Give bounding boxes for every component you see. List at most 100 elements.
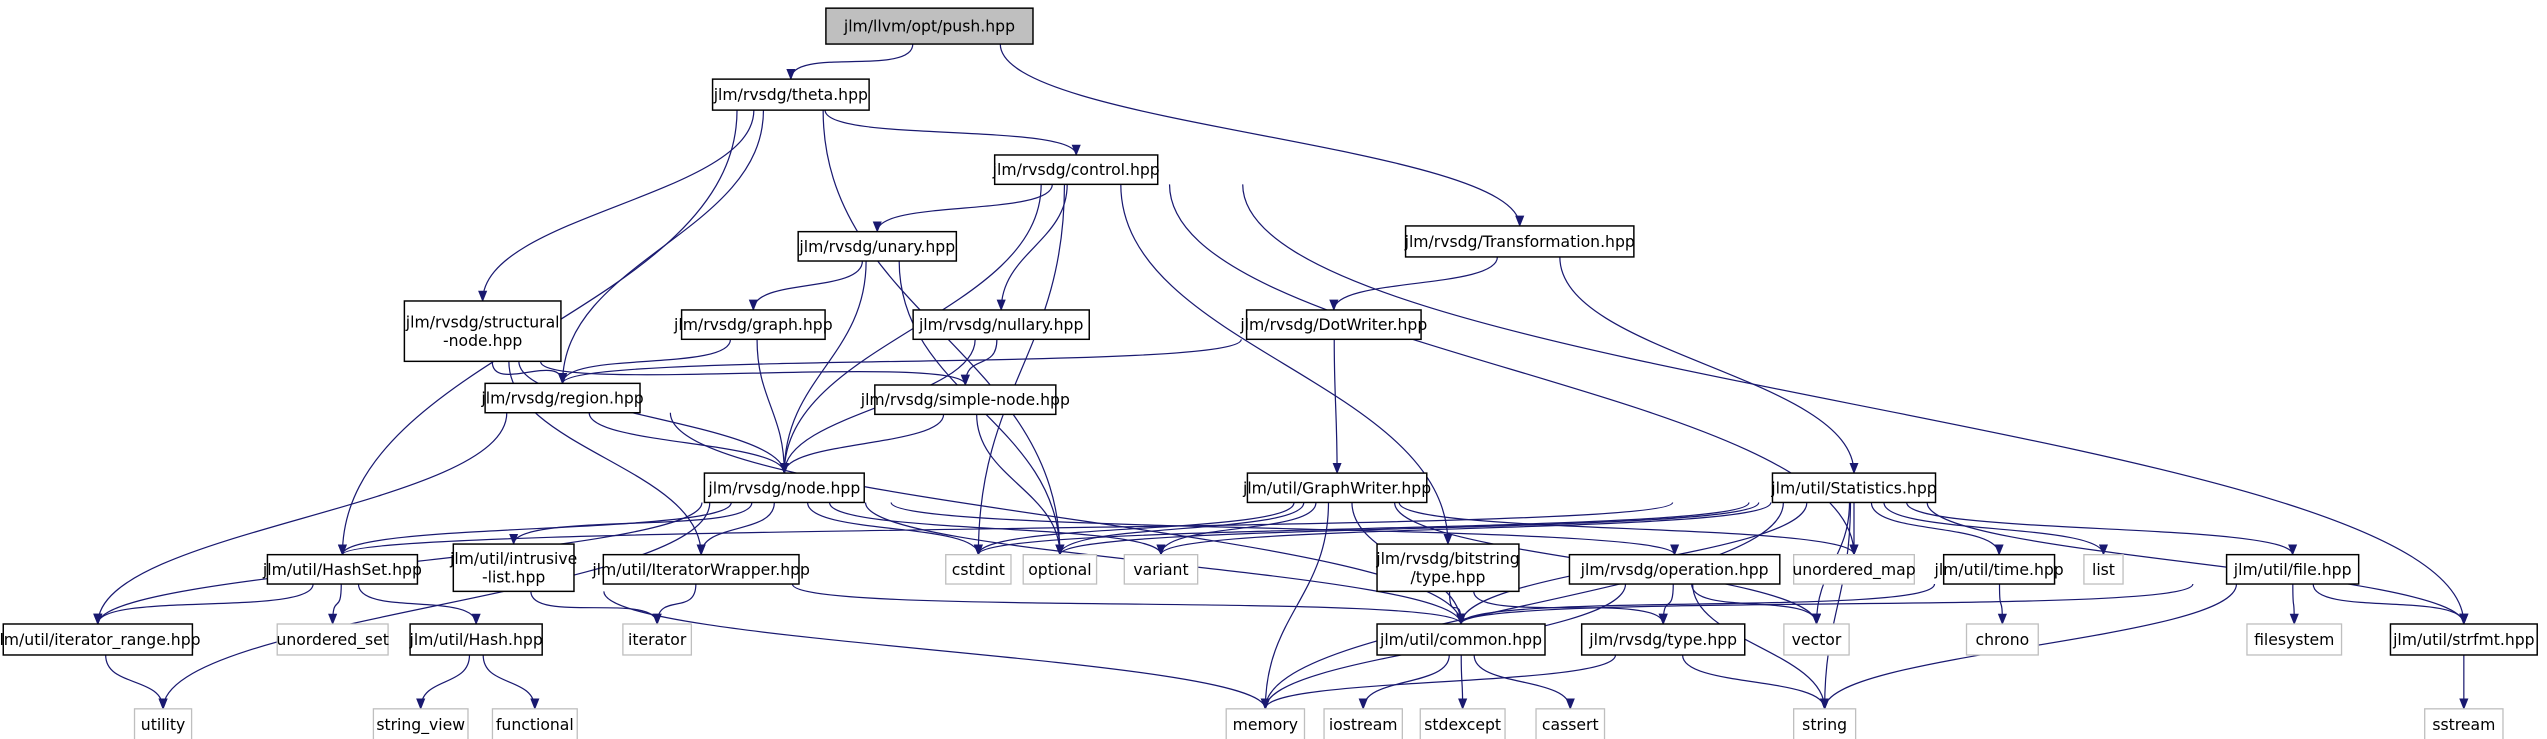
- node-box-optional: [1022, 554, 1098, 585]
- edge-statistics-to-cstdint: [974, 501, 1750, 556]
- edge-graph-to-node: [756, 339, 789, 475]
- node-structural[interactable]: jlm/rvsdg/structural-node.hpp: [403, 300, 562, 363]
- node-node[interactable]: jlm/rvsdg/node.hpp: [703, 472, 865, 504]
- node-type[interactable]: jlm/rvsdg/type.hpp: [1580, 623, 1746, 656]
- edge-unary-to-node: [779, 261, 867, 475]
- edge-graphwriter-to-variant: [1156, 502, 1317, 556]
- edge-common-to-cassert: [1473, 654, 1575, 710]
- node-operation[interactable]: jlm/rvsdg/operation.hpp: [1568, 553, 1781, 585]
- node-simplenode[interactable]: jlm/rvsdg/simple-node.hpp: [860, 384, 1070, 416]
- node-box-functional: [491, 708, 578, 739]
- node-label-filesystem: filesystem: [2254, 630, 2334, 649]
- node-statistics[interactable]: jlm/util/Statistics.hpp: [1770, 472, 1937, 504]
- edge-statistics-to-optional: [1055, 501, 1760, 556]
- edge-control-to-strfmt: [1242, 184, 2469, 626]
- edge-hashset-to-iterrange: [93, 583, 314, 626]
- edge-structural-to-node: [518, 361, 789, 475]
- node-unordered_map: unordered_map: [1792, 554, 1916, 585]
- node-iterator: iterator: [622, 623, 693, 656]
- node-string: string: [1793, 708, 1857, 739]
- node-box-cassert: [1535, 708, 1606, 739]
- node-iterwrapper[interactable]: jlm/util/IteratorWrapper.hpp: [591, 553, 810, 585]
- node-graph[interactable]: jlm/rvsdg/graph.hpp: [673, 309, 833, 341]
- node-label-utility: utility: [141, 715, 185, 734]
- edge-graphwriter-to-optional: [1055, 502, 1305, 556]
- node-label-graph: jlm/rvsdg/graph.hpp: [673, 315, 833, 334]
- edge-statistics-to-hashset: [338, 501, 1674, 556]
- node-label-cassert: cassert: [1542, 715, 1599, 734]
- edge-theta-to-control: [824, 109, 1081, 157]
- edge-push-to-theta: [786, 43, 914, 81]
- node-label-bittype: jlm/rvsdg/bitstring: [1375, 549, 1519, 568]
- node-label-memory: memory: [1233, 715, 1298, 734]
- node-box-iostream: [1323, 708, 1403, 739]
- node-common[interactable]: jlm/util/common.hpp: [1376, 623, 1546, 656]
- edge-statistics-to-file: [1906, 502, 2298, 556]
- edge-intrusive-to-memory: [603, 591, 1270, 710]
- node-box-region: [484, 382, 641, 414]
- node-unary[interactable]: jlm/rvsdg/unary.hpp: [797, 230, 958, 262]
- edge-bittype-to-type: [1473, 591, 1668, 626]
- node-push[interactable]: jlm/llvm/opt/push.hpp: [825, 7, 1034, 45]
- node-box-nullary: [912, 309, 1090, 341]
- edge-graphwriter-to-unordered_map: [1398, 502, 1859, 556]
- node-box-control: [993, 154, 1159, 186]
- node-label-statistics: jlm/util/Statistics.hpp: [1770, 478, 1936, 497]
- node-box-string: [1793, 708, 1857, 739]
- node-label-unordered_map: unordered_map: [1792, 560, 1915, 580]
- edge-dotwriter-to-graphwriter: [1332, 339, 1342, 475]
- node-box-list: [2083, 554, 2124, 585]
- node-box-hashset: [266, 553, 419, 585]
- node-file[interactable]: jlm/util/file.hpp: [2225, 553, 2360, 585]
- edge-time-to-chrono: [1997, 584, 2007, 626]
- node-intrusive[interactable]: jlm/util/intrusive-list.hpp: [449, 543, 577, 593]
- edge-region-to-iterrange: [93, 412, 508, 626]
- node-transformation[interactable]: jlm/rvsdg/Transformation.hpp: [1404, 225, 1635, 258]
- node-label-list: list: [2092, 560, 2115, 579]
- node-label-hash: jlm/util/Hash.hpp: [408, 630, 542, 649]
- edge-statistics-to-list: [1883, 502, 2108, 556]
- node-dotwriter[interactable]: jlm/rvsdg/DotWriter.hpp: [1239, 309, 1427, 341]
- node-strfmt[interactable]: jlm/util/strfmt.hpp: [2389, 623, 2538, 656]
- node-hashset[interactable]: jlm/util/HashSet.hpp: [262, 553, 422, 585]
- edge-simplenode-to-optional: [976, 414, 1065, 556]
- node-graphwriter[interactable]: jlm/util/GraphWriter.hpp: [1242, 472, 1431, 504]
- node-box-operation: [1568, 553, 1781, 585]
- node-label-iterrange: jlm/util/iterator_range.hpp: [0, 630, 201, 650]
- edge-region-to-node: [588, 412, 789, 475]
- edge-nullary-to-simplenode: [960, 339, 998, 387]
- node-label-cstdint: cstdint: [952, 560, 1005, 579]
- node-hash[interactable]: jlm/util/Hash.hpp: [408, 623, 543, 656]
- node-iterrange[interactable]: jlm/util/iterator_range.hpp: [0, 623, 201, 656]
- edge-node-to-intrusive: [509, 502, 753, 546]
- node-time[interactable]: jlm/util/time.hpp: [1933, 553, 2064, 585]
- node-label-common: jlm/util/common.hpp: [1379, 630, 1542, 649]
- node-box-iterwrapper: [602, 553, 800, 585]
- node-filesystem: filesystem: [2246, 623, 2343, 656]
- node-box-time: [1942, 553, 2056, 585]
- node-label-optional: optional: [1028, 560, 1091, 579]
- edge-node-to-iterwrapper: [696, 502, 775, 556]
- node-stdexcept: stdexcept: [1419, 708, 1506, 739]
- node-label-control: jlm/rvsdg/control.hpp: [992, 160, 1160, 179]
- node-box-structural: [403, 300, 562, 363]
- node-label-structural: -node.hpp: [443, 331, 522, 350]
- node-label-strfmt: jlm/util/strfmt.hpp: [2392, 630, 2535, 649]
- edges: [93, 43, 2469, 710]
- edge-graph-to-region: [558, 339, 732, 385]
- edge-statistics-to-string: [1820, 502, 1852, 710]
- node-control[interactable]: jlm/rvsdg/control.hpp: [992, 154, 1160, 186]
- node-region[interactable]: jlm/rvsdg/region.hpp: [480, 382, 644, 414]
- node-label-structural: jlm/rvsdg/structural: [405, 312, 560, 331]
- node-box-dotwriter: [1245, 309, 1422, 341]
- edge-graphwriter-to-cstdint: [973, 502, 1295, 556]
- node-label-hashset: jlm/util/HashSet.hpp: [262, 560, 422, 579]
- edge-control-to-cstdint: [973, 184, 1066, 556]
- node-nullary[interactable]: jlm/rvsdg/nullary.hpp: [912, 309, 1090, 341]
- node-theta[interactable]: jlm/rvsdg/theta.hpp: [711, 78, 870, 111]
- edge-control-to-bittype: [1120, 184, 1453, 546]
- node-vector: vector: [1783, 623, 1850, 656]
- node-bittype[interactable]: jlm/rvsdg/bitstring/type.hpp: [1375, 543, 1520, 593]
- node-box-iterrange: [2, 623, 194, 656]
